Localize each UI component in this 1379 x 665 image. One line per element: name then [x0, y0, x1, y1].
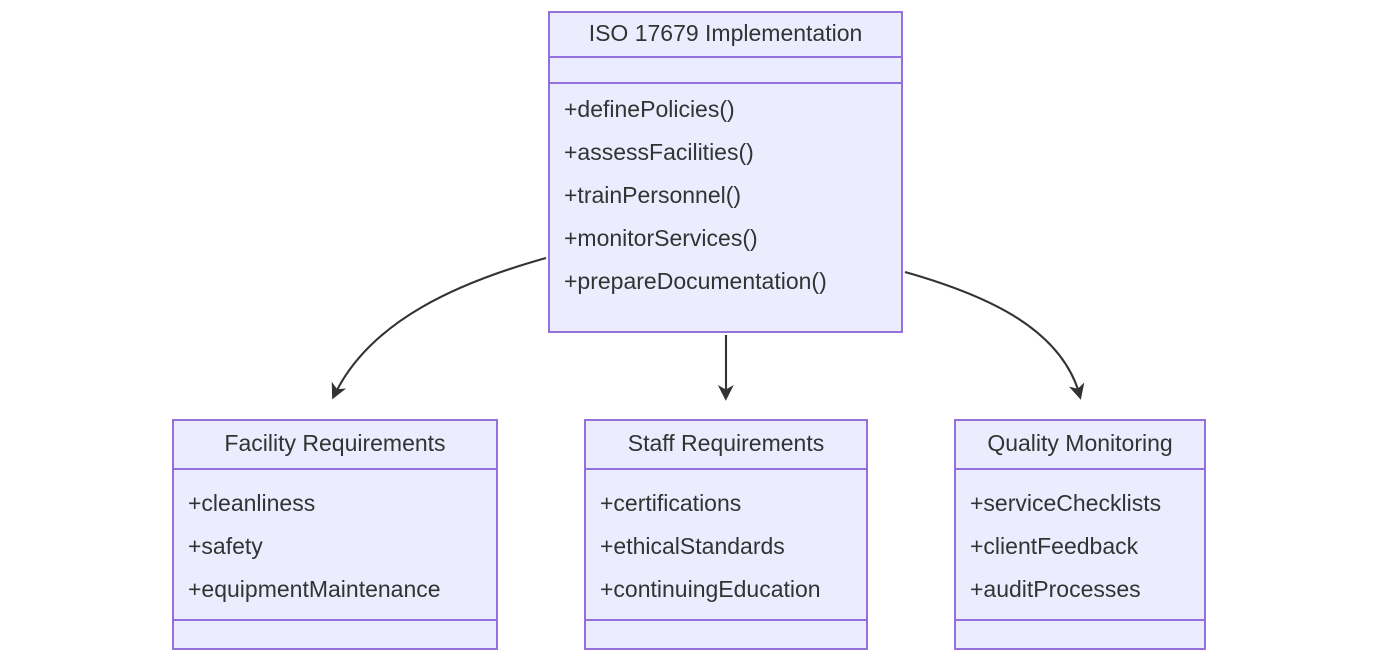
class-node-iso-17679-implementation[interactable]: ISO 17679 Implementation +definePolicies… — [548, 11, 903, 333]
class-methods-staff — [586, 621, 866, 639]
class-member: +ethicalStandards — [600, 532, 785, 559]
class-member: +prepareDocumentation() — [564, 267, 827, 294]
class-member: +cleanliness — [188, 489, 316, 516]
class-methods-root: +definePolicies() +assessFacilities() +t… — [550, 84, 901, 315]
class-member: +serviceChecklists — [970, 489, 1162, 516]
edge-root-to-quality — [904, 270, 1085, 400]
class-node-facility-requirements[interactable]: Facility Requirements +cleanliness +safe… — [172, 419, 498, 650]
class-member: +equipmentMaintenance — [188, 575, 441, 602]
class-node-quality-monitoring[interactable]: Quality Monitoring +serviceChecklists +c… — [954, 419, 1206, 650]
class-member: +auditProcesses — [970, 575, 1141, 602]
class-attributes-root — [550, 58, 901, 84]
class-attributes-facility: +cleanliness +safety +equipmentMaintenan… — [174, 470, 496, 621]
class-member: +continuingEducation — [600, 575, 821, 602]
class-title-staff: Staff Requirements — [586, 421, 866, 470]
class-member: +trainPersonnel() — [564, 181, 742, 208]
class-title-facility: Facility Requirements — [174, 421, 496, 470]
class-methods-facility — [174, 621, 496, 639]
class-member: +monitorServices() — [564, 224, 758, 251]
class-member: +assessFacilities() — [564, 138, 754, 165]
class-member: +certifications — [600, 489, 742, 516]
class-title-root: ISO 17679 Implementation — [550, 13, 901, 58]
class-member: +clientFeedback — [970, 532, 1139, 559]
class-methods-quality — [956, 621, 1204, 639]
class-member: +definePolicies() — [564, 95, 735, 122]
edge-root-to-facility — [331, 256, 547, 400]
class-member: +safety — [188, 532, 263, 559]
class-attributes-quality: +serviceChecklists +clientFeedback +audi… — [956, 470, 1204, 621]
class-node-staff-requirements[interactable]: Staff Requirements +certifications +ethi… — [584, 419, 868, 650]
class-attributes-staff: +certifications +ethicalStandards +conti… — [586, 470, 866, 621]
class-title-quality: Quality Monitoring — [956, 421, 1204, 470]
